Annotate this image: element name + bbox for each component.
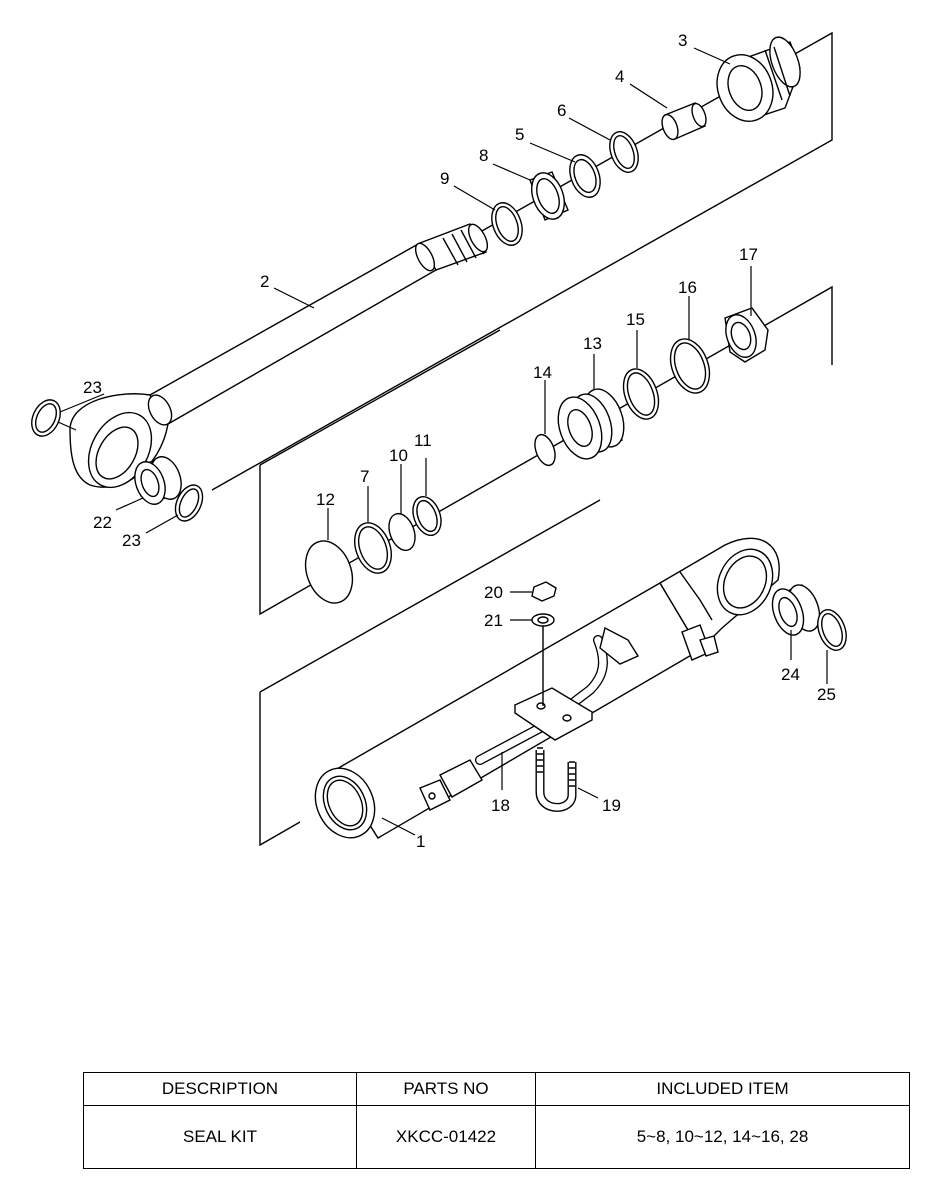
cell-parts-no: XKCC-01422 <box>356 1105 536 1169</box>
seal-kit-table: DESCRIPTION PARTS NO INCLUDED ITEM SEAL … <box>83 1072 910 1169</box>
callout-2: 2 <box>260 272 269 291</box>
port-fitting <box>681 624 719 661</box>
callout-1: 1 <box>416 832 425 851</box>
callout-8: 8 <box>479 146 488 165</box>
callout-23-left: 23 <box>83 378 102 397</box>
table-header-row: DESCRIPTION PARTS NO INCLUDED ITEM <box>83 1072 910 1106</box>
ring-7 <box>354 522 392 574</box>
piston-rod <box>149 223 489 425</box>
callout-23-right: 23 <box>122 531 141 550</box>
o-ring-12 <box>304 540 354 604</box>
callout-13: 13 <box>583 334 602 353</box>
callout-16: 16 <box>678 278 697 297</box>
bushing-24 <box>771 584 821 636</box>
callout-6: 6 <box>557 101 566 120</box>
header-included-item: INCLUDED ITEM <box>535 1072 910 1106</box>
bushing-4 <box>661 102 707 141</box>
header-description: DESCRIPTION <box>83 1072 357 1106</box>
callout-9: 9 <box>440 169 449 188</box>
callout-25: 25 <box>817 685 836 704</box>
pipe-18 <box>419 626 640 811</box>
callout-24: 24 <box>781 665 800 684</box>
hydraulic-cylinder-exploded-diagram: 1 2 3 4 5 6 7 8 9 10 11 12 13 14 15 16 1… <box>31 31 847 851</box>
nut-17 <box>724 307 769 363</box>
callout-3: 3 <box>678 31 687 50</box>
callout-22: 22 <box>93 513 112 532</box>
u-bolt-19 <box>535 747 577 812</box>
o-ring-23-right <box>174 484 204 522</box>
ring-10 <box>388 512 416 552</box>
o-ring-14 <box>534 433 556 467</box>
bushing-22 <box>134 456 182 505</box>
ring-6 <box>609 131 639 173</box>
callout-11: 11 <box>414 431 432 450</box>
callout-17: 17 <box>739 245 758 264</box>
callout-14: 14 <box>533 363 552 382</box>
callout-20: 20 <box>484 583 503 602</box>
callout-15: 15 <box>626 310 645 329</box>
table-row: SEAL KIT XKCC-01422 5~8, 10~12, 14~16, 2… <box>83 1105 910 1169</box>
cell-description: SEAL KIT <box>83 1105 357 1169</box>
callout-5: 5 <box>515 125 524 144</box>
callout-18: 18 <box>491 796 510 815</box>
header-parts-no: PARTS NO <box>356 1072 536 1106</box>
ring-11 <box>412 495 442 537</box>
nut-20 <box>531 581 557 602</box>
ring-15 <box>622 368 660 420</box>
rod-seal-5 <box>569 154 601 198</box>
o-ring-23-left <box>31 399 61 437</box>
mounting-plate <box>513 687 594 741</box>
leader-lines <box>57 47 828 836</box>
tube-group-panel <box>259 499 601 847</box>
bushing-8 <box>529 171 569 221</box>
callout-12: 12 <box>316 490 335 509</box>
callout-19: 19 <box>602 796 621 815</box>
washer-21 <box>531 613 555 627</box>
callout-7: 7 <box>360 467 369 486</box>
callout-10: 10 <box>389 446 408 465</box>
callouts: 1 2 3 4 5 6 7 8 9 10 11 12 13 14 15 16 1… <box>83 31 836 851</box>
o-ring-25 <box>817 609 847 651</box>
ring-16 <box>669 338 711 394</box>
piston-13 <box>557 388 625 460</box>
cell-included-item: 5~8, 10~12, 14~16, 28 <box>535 1105 910 1169</box>
snap-ring-9 <box>491 202 523 246</box>
cylinder-head-3 <box>716 36 801 122</box>
callout-21: 21 <box>484 611 503 630</box>
callout-4: 4 <box>615 67 624 86</box>
